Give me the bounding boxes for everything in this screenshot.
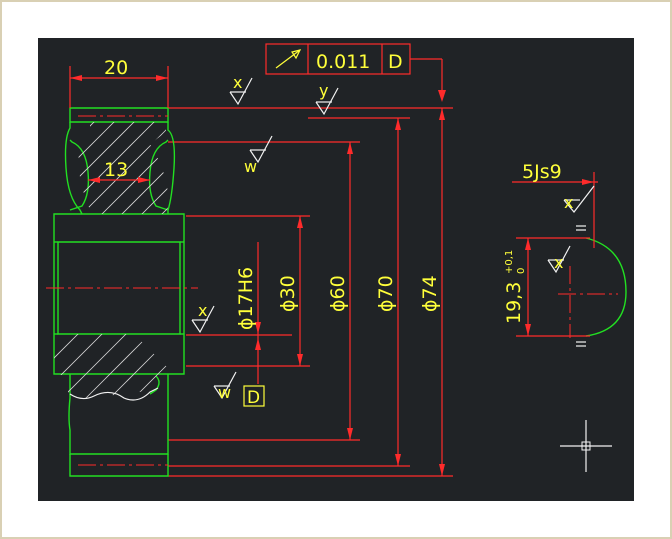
extension-lines (168, 107, 453, 477)
dim-d74 (439, 108, 445, 476)
tolerance-datum: D (388, 51, 403, 73)
dim-hub-label: 13 (104, 159, 128, 181)
dim-d30-label: ϕ30 (277, 275, 299, 312)
dim-d74-label: ϕ74 (419, 275, 441, 312)
keyway-depth-lower-tol: 0 (516, 268, 527, 274)
keyway-width-label: 5Js9 (522, 161, 562, 183)
dim-d30 (297, 216, 303, 366)
crosshair-cursor-icon[interactable] (560, 420, 612, 472)
keyway-mark-x-label: x (564, 193, 573, 212)
keyway-depth-label: 19,3 (503, 282, 525, 324)
dim-d60 (347, 142, 353, 440)
surface-mark-w-upper (249, 135, 273, 164)
surface-mark-y-label: y (319, 81, 328, 100)
dim-width-20 (69, 66, 169, 108)
surface-mark-x-bore-label: x (198, 301, 207, 320)
surface-mark-x-top-label: x (233, 73, 242, 92)
surface-mark-w-upper-label: w (244, 157, 257, 176)
keyway-depth-upper-tol: +0,1 (504, 250, 515, 274)
tolerance-frame (265, 43, 446, 102)
surface-mark-x-bore (191, 305, 215, 334)
dim-width-label: 20 (104, 57, 128, 79)
surface-mark-y (315, 87, 339, 116)
dim-bore-label: ϕ17H6 (235, 267, 257, 330)
dim-hub-13 (88, 177, 150, 183)
break-line (69, 387, 159, 401)
dim-d60-label: ϕ60 (327, 275, 349, 312)
datum-label: D (247, 388, 260, 408)
center-lines (46, 115, 618, 466)
datum-box (243, 385, 265, 407)
gear-drawing: 20 13 0.011 D (46, 43, 627, 477)
section-hatching (54, 122, 184, 399)
surface-mark-w-lower (213, 371, 237, 400)
dim-d70 (395, 118, 401, 466)
cad-drawing-canvas[interactable]: 20 13 0.011 D (38, 38, 634, 501)
keyway-depth-mark-x-label: x (554, 253, 563, 272)
surface-mark-w-lower-label: w (218, 383, 231, 402)
dim-bore (255, 242, 261, 384)
keyway-detail (512, 172, 627, 347)
dim-d70-label: ϕ70 (375, 275, 397, 312)
tolerance-value: 0.011 (316, 51, 370, 73)
surface-mark-x-top (229, 77, 253, 106)
